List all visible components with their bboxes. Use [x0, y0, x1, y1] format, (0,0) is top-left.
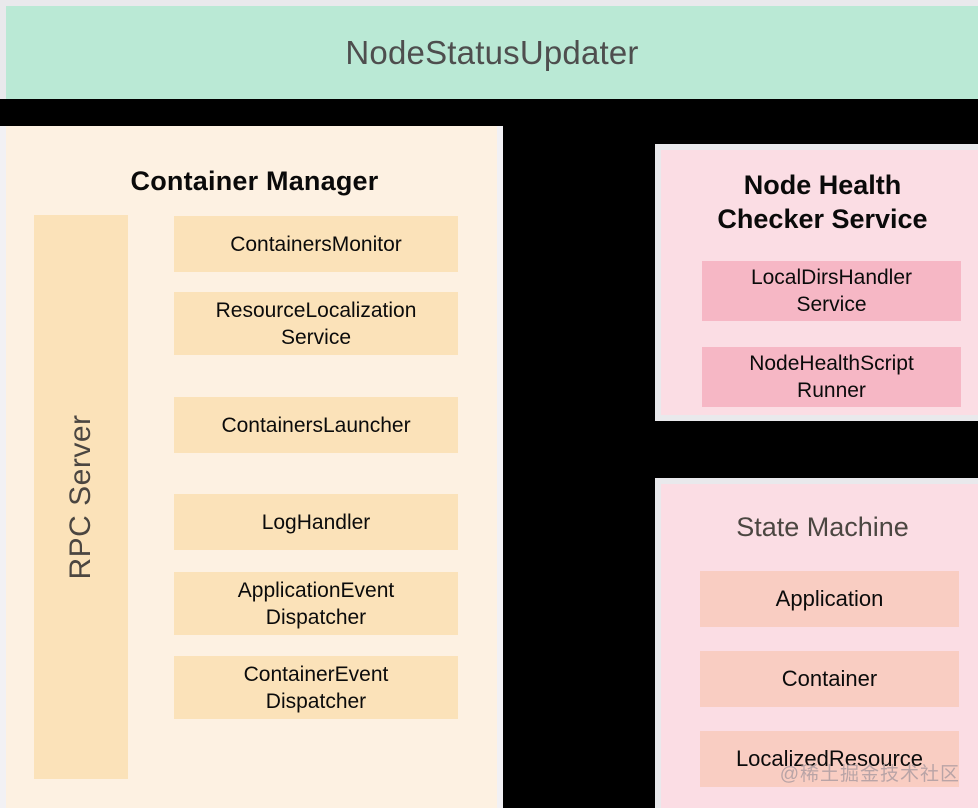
spacer: [174, 453, 458, 494]
component-container: Container: [700, 651, 959, 707]
panel-state-machine: State Machine Application Container Loca…: [655, 478, 978, 808]
component-containers-monitor: ContainersMonitor: [174, 216, 458, 272]
page-title: NodeStatusUpdater: [345, 34, 639, 71]
panel-container-manager: Container Manager RPC Server ContainersM…: [0, 126, 503, 808]
spacer: [174, 550, 458, 572]
spacer: [174, 272, 458, 292]
watermark: @稀土掘金技术社区: [779, 764, 960, 785]
component-localized-resource: LocalizedResource: [700, 731, 959, 787]
container-manager-title: Container Manager: [130, 166, 379, 196]
state-machine-title: State Machine: [736, 512, 909, 542]
spacer: [700, 627, 959, 651]
component-application: Application: [700, 571, 959, 627]
spacer: [174, 355, 458, 397]
state-machine-component-list: Application Container LocalizedResource: [700, 571, 959, 787]
rpc-server-label: RPC Server: [64, 414, 97, 580]
header-band-nodestatusupdater: NodeStatusUpdater: [0, 0, 978, 99]
component-containers-launcher: ContainersLauncher: [174, 397, 458, 453]
rpc-server-block: RPC Server: [34, 215, 128, 779]
spacer: [700, 707, 959, 731]
spacer: [174, 635, 458, 656]
component-log-handler: LogHandler: [174, 494, 458, 550]
spacer: [702, 321, 961, 347]
